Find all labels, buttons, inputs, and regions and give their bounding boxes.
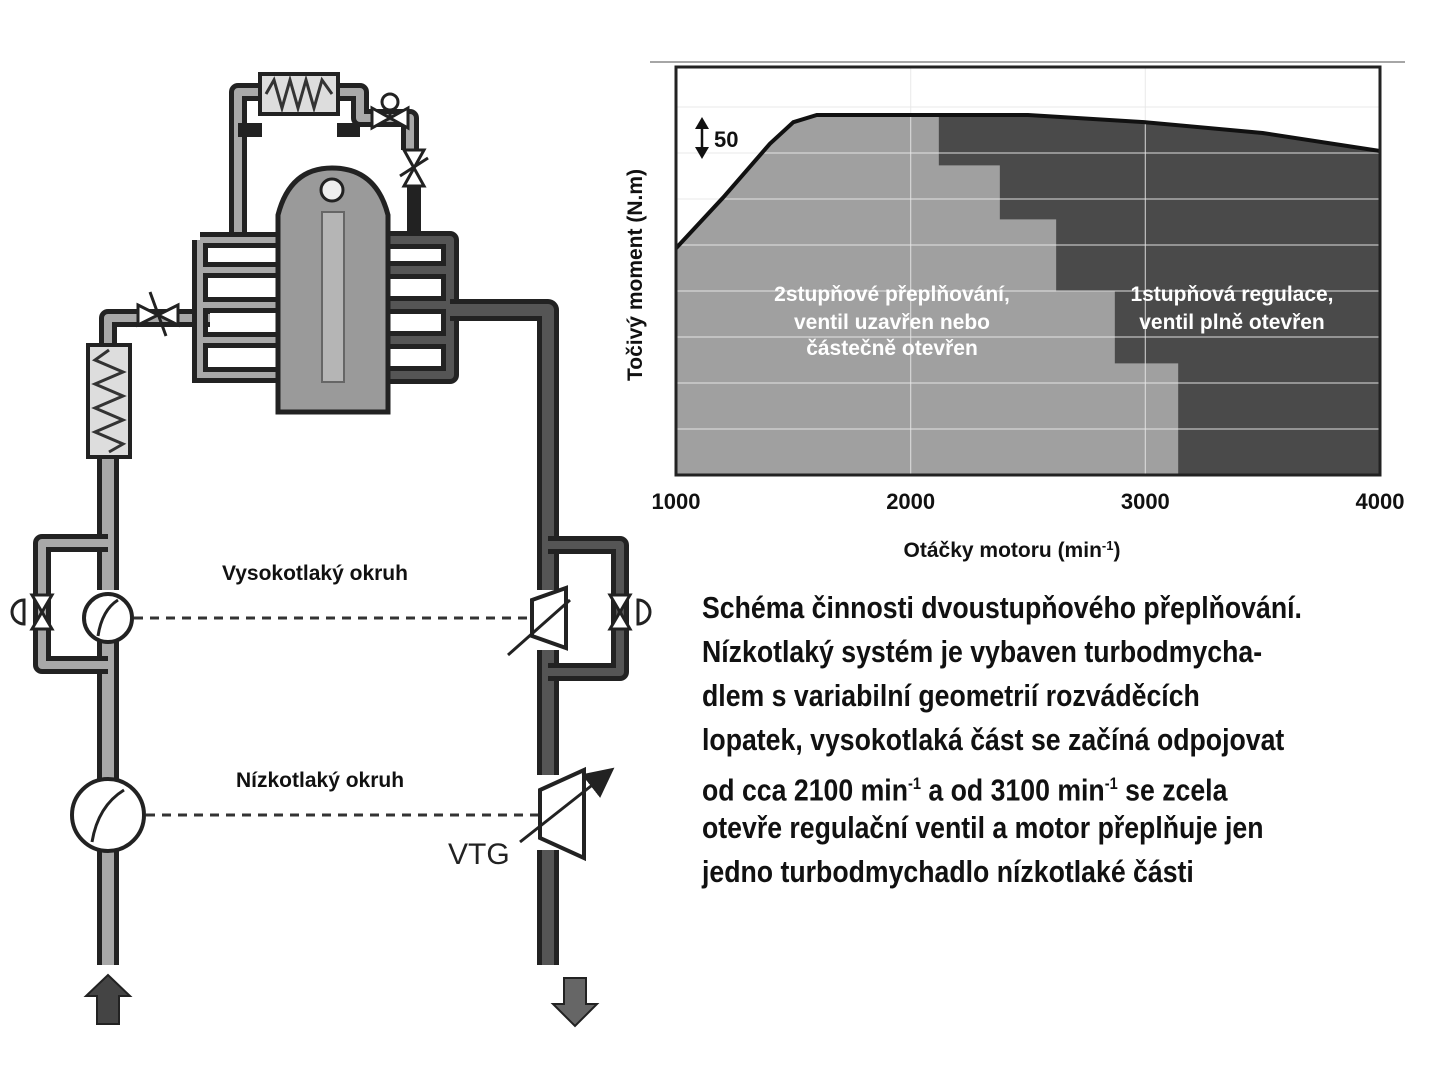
x-axis-label: Otáčky motoru (min-1) <box>904 538 1121 563</box>
low-pressure-label: Nízkotlaký okruh <box>236 769 404 792</box>
exhaust-outlet-arrow-icon <box>550 977 600 1028</box>
hp-turbine <box>507 585 571 657</box>
throttle-valve <box>136 291 180 337</box>
caption-line-5c: se zcela <box>1117 772 1228 808</box>
caption-line-5-sup2: -1 <box>1104 774 1118 793</box>
vtg-turbine <box>519 766 615 862</box>
caption-line-4: lopatek, vysokotlaká část se začíná odpo… <box>702 722 1285 757</box>
plot-frame <box>674 65 1382 477</box>
turbo-schematic-diagram: Vysokotlaký okruh Nízkotlaký okruh VTG <box>10 72 652 1028</box>
caption-line-5b: a od 3100 min <box>920 772 1105 808</box>
turbo-shafts <box>134 616 538 817</box>
y-axis-label: Točivý moment (N.m) <box>624 169 647 381</box>
x-axis-label-main: Otáčky motoru (min <box>904 539 1102 562</box>
x-tick-label: 2000 <box>886 489 935 514</box>
caption-line-6: otevře regulační ventil a motor přeplňuj… <box>702 810 1264 845</box>
engine-block <box>275 165 391 415</box>
hp-bypass-valve-exhaust <box>607 593 652 631</box>
egr-valve-vertical <box>399 148 429 188</box>
x-axis-label-sup: -1 <box>1102 538 1114 553</box>
region-two-stage-label-1: 2stupňové přeplňování, <box>774 283 1010 306</box>
scale-marker-label: 50 <box>714 127 738 152</box>
caption-line-2: Nízkotlaký systém je vybaven turbodmycha… <box>702 634 1263 669</box>
x-tick-label: 1000 <box>652 489 701 514</box>
caption-line-3: dlem s variabilní geometrií rozváděcích <box>702 678 1200 713</box>
intercooler <box>86 343 132 459</box>
egr-cooler <box>258 72 340 116</box>
scale-marker-arrow-down-icon <box>695 147 709 159</box>
egr-valve-top <box>370 92 410 131</box>
caption-line-5-sup1: -1 <box>907 774 921 793</box>
x-tick-label: 3000 <box>1121 489 1170 514</box>
region-two-stage-label-3: částečně otevřen <box>806 337 978 360</box>
high-pressure-label: Vysokotlaký okruh <box>222 562 408 585</box>
scale-marker-arrow-up-icon <box>695 117 709 129</box>
air-inlet-arrow-icon <box>83 973 133 1025</box>
caption-line-7: jedno turbodmychadlo nízkotlaké části <box>702 854 1194 889</box>
region-one-stage-label-1: 1stupňová regulace, <box>1130 283 1333 306</box>
region-one-stage-label-2: ventil plně otevřen <box>1139 311 1325 334</box>
x-tick-label: 4000 <box>1356 489 1405 514</box>
caption-line-5a: od cca 2100 min <box>702 772 908 808</box>
hp-compressor <box>82 592 134 644</box>
intake-pipe <box>33 83 421 965</box>
caption-line-5: od cca 2100 min-1 a od 3100 min-1 se zce… <box>702 762 1321 812</box>
region-two-stage-label-2: ventil uzavřen nebo <box>794 311 990 334</box>
lp-compressor <box>70 777 146 853</box>
caption-line-1: Schéma činnosti dvoustupňového přeplňová… <box>702 590 1302 625</box>
x-axis-label-end: ) <box>1113 539 1120 562</box>
torque-curve <box>674 113 1381 250</box>
region-one-stage <box>938 115 1380 475</box>
vtg-label: VTG <box>448 838 510 871</box>
hp-bypass-valve-intake <box>10 593 55 631</box>
torque-chart: 1000 2000 3000 4000 50 2stupňové přeplňování,… <box>624 61 1405 563</box>
